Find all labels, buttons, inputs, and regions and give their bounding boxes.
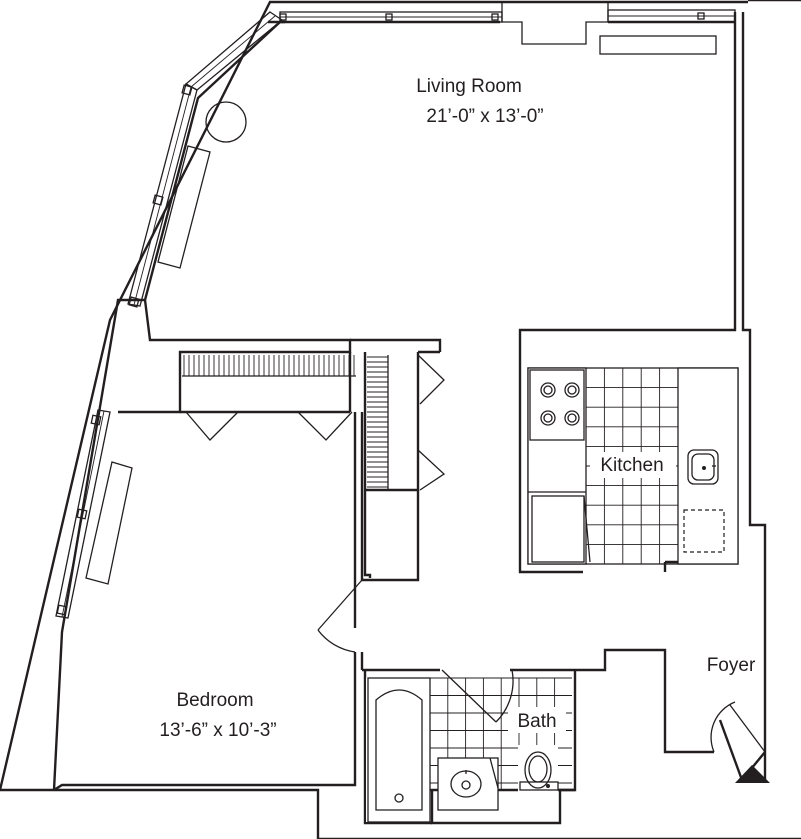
kitchen-name: Kitchen: [600, 455, 663, 476]
living-room-name: Living Room: [416, 76, 522, 97]
lower-left-windows: [55, 409, 133, 619]
entry-door: [710, 701, 766, 753]
foyer-name: Foyer: [707, 655, 756, 676]
upper-left-windows: [127, 11, 284, 308]
room-labels: Living Room 21’-0” x 13’-0” Bedroom 13’-…: [159, 76, 756, 741]
bedroom-closet: [182, 355, 356, 377]
linen-closet: [367, 355, 389, 490]
sink-icon: [687, 449, 719, 485]
dishwasher: [683, 509, 725, 553]
linen-closet-doors: [417, 354, 446, 491]
toilet-icon: [518, 745, 559, 795]
bedroom-dimensions: 13’-6” x 10’-3”: [159, 720, 276, 741]
entry-arrow-icon: [735, 765, 770, 783]
kitchen-area: [527, 367, 739, 565]
bedroom-closet-doors: [185, 411, 353, 441]
bath-name: Bath: [517, 711, 556, 732]
bath-sink-icon: [450, 770, 482, 798]
bedroom-name: Bedroom: [176, 690, 253, 711]
bedroom-door: [317, 579, 363, 653]
bath-area: [366, 677, 572, 822]
living-room-dimensions: 21’-0” x 13’-0”: [426, 106, 543, 127]
stove-icon: [540, 382, 580, 426]
column-round: [205, 101, 247, 143]
bathtub-icon: [367, 677, 431, 823]
top-windows: [279, 2, 736, 55]
vanity: [437, 757, 499, 811]
